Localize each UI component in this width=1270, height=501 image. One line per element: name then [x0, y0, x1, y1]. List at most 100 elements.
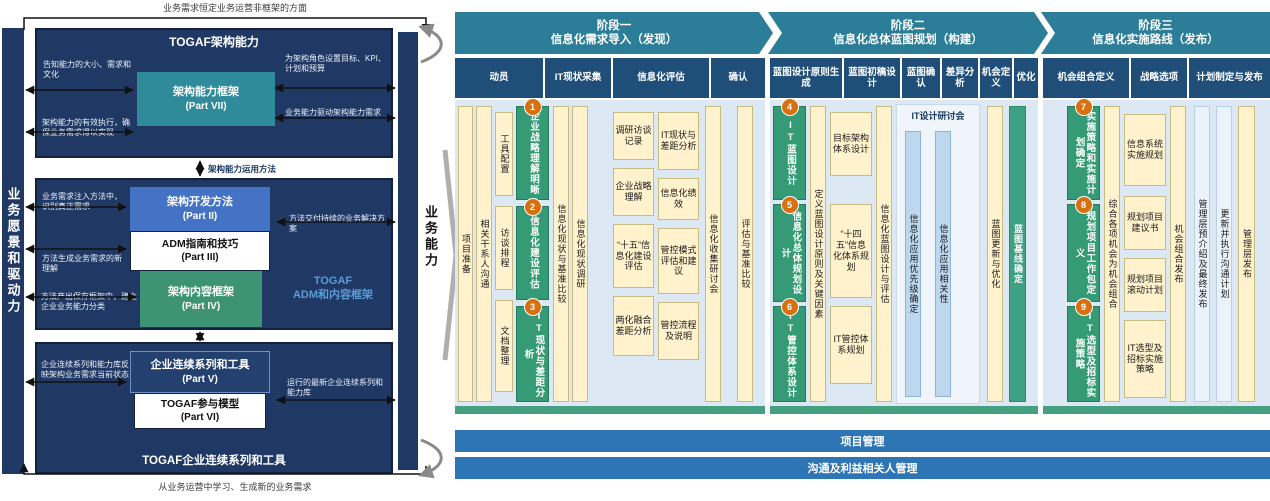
phase1-header: 阶段一 信息化需求导入（发现）	[455, 12, 773, 54]
p3-col-portfolio: 机会组合定义	[1043, 58, 1129, 98]
strip-blueprint-evaluation: 信息化蓝图设计与评估	[876, 106, 892, 402]
p2-col-gap: 差异分析	[942, 58, 978, 98]
continuum-note-r: 运行的最新企业连续系列和能力库	[287, 378, 383, 397]
it-design-workshop-panel: IT设计研讨会 信息化应用优先级确定 信息化应用相关性	[896, 104, 980, 404]
project-management-bar: 项目管理	[455, 430, 1270, 452]
continuum-title: TOGAF企业连续系列和工具	[142, 455, 286, 467]
part6-box: TOGAF参与模型 (Part VI)	[134, 393, 266, 429]
strip-project-prep: 项目准备	[458, 106, 473, 402]
strip-status-baseline-compare: 信息化现状与基准比较	[553, 106, 569, 402]
phase2-header: 阶段二 信息化总体蓝图规划（构建）	[768, 12, 1048, 54]
p1-col-mobilize: 动员	[455, 58, 543, 98]
part2-box: 架构开发方法 (Part II)	[130, 187, 270, 231]
capability-title: TOGAF架构能力	[169, 35, 259, 49]
strip-comm-plan: 更新并执行沟通计划	[1216, 106, 1232, 402]
strip-stakeholder-comm: 相关干系人沟通	[476, 106, 492, 402]
output-145-it-plan: “十四五”信息化体系规划	[830, 204, 872, 298]
task-7: 实施策略和实施计划确定 7	[1067, 98, 1100, 200]
output-interview-notes: 调研访谈记录	[613, 112, 654, 160]
p1-col-assess: 信息化评估	[613, 58, 709, 98]
output-it-gap-analysis: IT现状与差距分析	[658, 112, 699, 170]
phase1-baseline-bar	[455, 406, 765, 414]
business-capability-label: 业务能力	[423, 205, 438, 269]
task-3: IT现状与差距分析 3	[516, 298, 549, 402]
p3-col-publish: 计划制定与发布	[1189, 58, 1270, 98]
output-strategy-understanding: 企业战略理解	[613, 168, 654, 216]
planning-roadmap: 阶段一 信息化需求导入（发现） 阶段二 信息化总体蓝图规划（构建） 阶段三 信息…	[455, 0, 1270, 501]
output-it-selection-strategy: IT选型及招标实施策略	[1124, 320, 1166, 398]
output-governance-process: 管控流程及说明	[658, 302, 699, 360]
task-7-number: 7	[1074, 98, 1093, 116]
strip-blueprint-update: 蓝图更新与优化	[987, 106, 1003, 402]
task-5-number: 5	[780, 196, 799, 214]
p1-col-confirm: 确认	[711, 58, 765, 98]
task-9-number: 9	[1074, 298, 1093, 316]
p1-col-collect: IT现状采集	[545, 58, 611, 98]
adm-content-box: 业务需求注入方法中，识别真正需求 方法交付持续的业务解决方案 方法生成业务需求的…	[35, 178, 393, 330]
phase3-baseline-bar	[1043, 406, 1270, 414]
task-8: 规划项目工作包定义 8	[1067, 196, 1100, 302]
top-annotation: 业务需求恒定业务运营非框架的方面	[162, 3, 307, 13]
strip-app-priority: 信息化应用优先级确定	[905, 131, 921, 397]
output-it-performance: 信息化绩效	[658, 178, 699, 220]
task-6: IT管控体系设计 6	[773, 298, 806, 402]
phase3-header: 阶段三 信息化实施路线（发布）	[1041, 12, 1270, 54]
p2-col-confirm: 蓝图确认	[902, 58, 940, 98]
capability-note-bl: 架构能力的有效执行，确保业务需求得以实现	[42, 118, 130, 137]
p2-col-draft: 蓝图初稿设计	[844, 58, 900, 98]
strip-portfolio-release: 机会组合发布	[1170, 106, 1186, 402]
task-4-number: 4	[780, 98, 799, 116]
part3-box: ADM指南和技巧 (Part III)	[130, 231, 270, 271]
adm-note-r1: 方法交付持续的业务解决方案	[289, 214, 385, 233]
p2-col-optimize: 优化	[1014, 58, 1038, 98]
capability-note-br: 业务能力驱动架构能力需求	[285, 108, 381, 117]
part7-box: 架构能力框架 (Part VII)	[137, 72, 275, 126]
part5-box: 企业连续系列和工具 (Part V)	[130, 351, 270, 393]
box-doc-sorting: 文档整理	[495, 300, 513, 392]
capability-note-tr: 为架构角色设置目标、KPI、计划和预算	[285, 54, 386, 73]
capability-note-tl: 告知能力的大小、需求和文化	[43, 60, 131, 79]
business-vision-bar: 业务愿景和驱动力	[2, 28, 24, 474]
output-governance-plan: IT管控体系规划	[830, 306, 872, 384]
strip-assessment-workshop: 信息化收集研讨会	[705, 106, 721, 402]
togaf-capability-diagram: 业务需求恒定业务运营非框架的方面 业务愿景和驱动力 TOGAF架构能力 告知能力…	[0, 0, 455, 501]
task-3-number: 3	[523, 298, 542, 316]
bottom-annotation: 从业务运营中学习、生成新的业务需求	[158, 482, 312, 492]
adm-note-l2: 方法生成业务需求的新理解	[42, 254, 122, 273]
strip-management-preview: 管理层预介绍及最终发布	[1194, 106, 1210, 402]
strip-baseline-confirm: 评估与基准比较	[737, 106, 753, 402]
architecture-capability-box: TOGAF架构能力 告知能力的大小、需求和文化 为架构角色设置目标、KPI、计划…	[35, 28, 393, 158]
output-project-proposal: 规划项目建议书	[1124, 196, 1166, 250]
right-loop-bar	[398, 32, 418, 470]
strip-design-principles: 定义蓝图设计原则及关键因素	[810, 106, 826, 402]
task-1: 企业战略理解明晰 1	[516, 98, 549, 200]
adm-note-l1: 业务需求注入方法中，识别真正需求	[42, 192, 122, 211]
strip-opportunity-portfolio: 综合各项机会为机会组合	[1104, 106, 1120, 402]
output-implementation-plan: 信息系统实施规划	[1124, 114, 1166, 186]
task-6-number: 6	[780, 298, 799, 316]
phase2-baseline-bar	[770, 406, 1038, 414]
task-5: 信息化总体规划设计 5	[773, 196, 806, 302]
strip-blueprint-baseline: 蓝图基线确定	[1009, 106, 1026, 402]
task-4: IT蓝图设计 4	[773, 98, 806, 200]
task-2: 信息化建设评估 2	[516, 198, 549, 300]
output-rolling-plan: 规划项目滚动计划	[1124, 258, 1166, 312]
task-1-number: 1	[523, 98, 542, 116]
strip-management-release: 管理层发布	[1238, 106, 1255, 402]
part4-box: 架构内容框架 (Part IV)	[140, 271, 262, 327]
strip-app-relevance: 信息化应用相关性	[935, 131, 951, 397]
box-tool-config: 工具配置	[495, 112, 513, 196]
stakeholder-management-bar: 沟通及利益相关人管理	[455, 457, 1270, 479]
it-design-workshop-label: IT设计研讨会	[911, 111, 965, 121]
task-8-number: 8	[1074, 196, 1093, 214]
box-interview-schedule: 访谈排程	[495, 206, 513, 290]
task-2-number: 2	[523, 198, 542, 216]
strip-status-survey: 信息化现状调研	[572, 106, 588, 402]
output-15th-it-assessment: “十五”信息化建设评估	[613, 224, 654, 288]
adm-side-label: TOGAF ADM和内容框架	[292, 275, 374, 302]
task-9: IT选型及招标实施策略 9	[1067, 298, 1100, 402]
adm-note-l3: 方法产出保存框架中，建立企业业务能力分类	[41, 292, 137, 311]
continuum-note-l: 企业连续系列和能力库反映架构业务需求当前状态	[41, 360, 129, 379]
output-governance-assessment: 管控模式评估和建议	[658, 228, 699, 294]
